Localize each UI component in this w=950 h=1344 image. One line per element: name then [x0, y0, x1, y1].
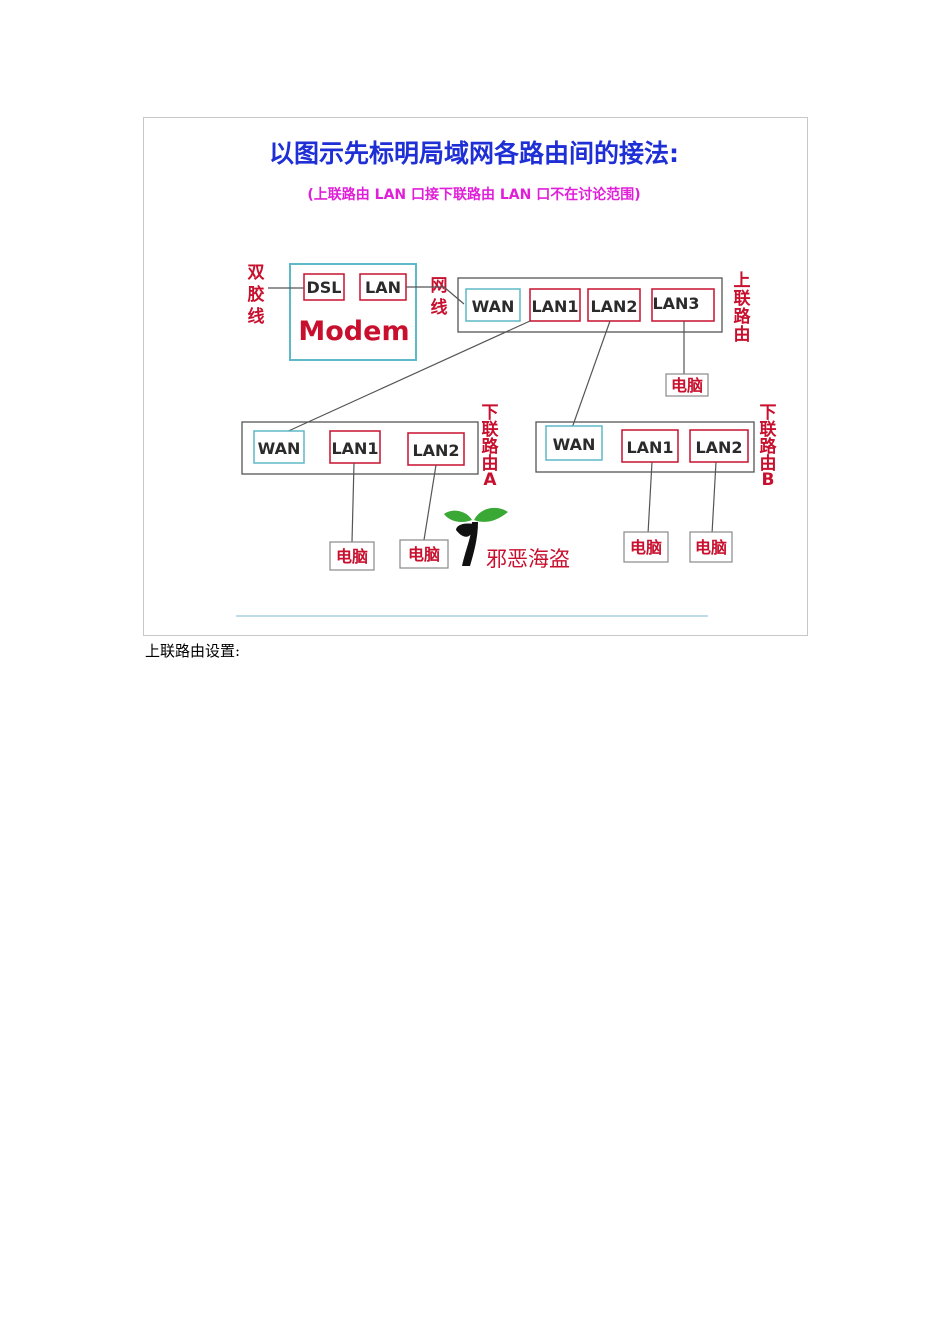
upper-pc-box	[665, 373, 709, 397]
router-a-char: 由	[482, 453, 499, 474]
upper-lan3-port	[651, 288, 715, 322]
diagram-title: 以图示先标明局域网各路由间的接法:	[269, 139, 679, 168]
upper-router-char: 上	[734, 271, 751, 291]
upper-lan2-label: LAN2	[590, 297, 637, 316]
upper-router-char: 由	[734, 324, 751, 345]
router-b-char: B	[762, 470, 775, 490]
router-b-pc1-box	[623, 531, 669, 563]
modem-lan-label: LAN	[365, 278, 401, 297]
router-b-lan2-cable	[711, 461, 717, 535]
router-a-lan1-port	[329, 430, 381, 464]
router-a-pc1-label: 电脑	[336, 547, 368, 566]
twisted-pair-char: 线	[248, 306, 265, 327]
tree-trunk-icon	[462, 522, 478, 566]
network-cable-char: 线	[431, 297, 448, 318]
twisted-pair-label: 双 胶 线	[248, 263, 265, 327]
lan1-to-router-a-cable	[283, 320, 531, 434]
router-a-wan-port	[253, 430, 305, 464]
upper-router-char: 联	[734, 289, 751, 309]
router-b-lan2-port	[689, 429, 749, 463]
router-a-char: A	[483, 470, 497, 490]
network-cable-label: 网 线	[431, 276, 448, 318]
router-a-char: 下	[482, 403, 499, 423]
router-a-box	[241, 421, 479, 475]
upper-lan1-label: LAN1	[531, 297, 578, 316]
router-b-label: 下 联 路 由 B	[760, 403, 778, 490]
router-a-pc2-box	[399, 539, 449, 569]
router-a-lan2-port	[407, 432, 465, 466]
modem-lan-port	[359, 273, 407, 301]
router-a-lan2-label: LAN2	[412, 441, 459, 460]
leaf-left-icon	[444, 510, 472, 522]
router-b-box	[535, 421, 755, 473]
router-b-wan-label: WAN	[553, 435, 596, 454]
router-a-lan1-label: LAN1	[331, 439, 378, 458]
upper-router-char: 路	[734, 306, 752, 327]
router-b-pc2-label: 电脑	[695, 538, 727, 557]
twisted-pair-char: 胶	[248, 284, 265, 305]
router-b-pc1-label: 电脑	[630, 538, 662, 557]
upper-wan-label: WAN	[472, 297, 515, 316]
modem-dsl-label: DSL	[307, 278, 342, 297]
watermark-logo: 邪恶海盗	[444, 507, 570, 571]
router-b-wan-port	[545, 425, 603, 461]
upper-router-box	[457, 277, 723, 333]
modem-dsl-port	[303, 273, 345, 301]
router-a-lan2-cable	[423, 464, 437, 541]
upper-wan-port	[465, 288, 521, 322]
router-a-wan-label: WAN	[258, 439, 301, 458]
modem-box	[289, 263, 417, 361]
modem-to-upper-cable	[406, 286, 465, 305]
lan2-to-router-b-cable	[571, 320, 611, 429]
router-a-pc1-box	[329, 541, 375, 571]
upper-lan3-label: LAN3	[652, 294, 699, 313]
router-b-lan1-port	[621, 429, 679, 463]
diagram-svg: 以图示先标明局域网各路由间的接法: (上联路由 LAN 口接下联路由 LAN 口…	[236, 139, 778, 617]
router-a-label: 下 联 路 由 A	[482, 403, 500, 490]
router-b-char: 由	[760, 453, 777, 474]
router-a-lan1-cable	[351, 462, 355, 543]
twisted-pair-char: 双	[248, 263, 265, 283]
upper-pc-label: 电脑	[671, 376, 703, 395]
caption-text: 上联路由设置:	[145, 642, 241, 660]
watermark-text: 邪恶海盗	[486, 547, 570, 571]
router-b-lan1-label: LAN1	[626, 438, 673, 457]
tree-branch-icon	[456, 523, 474, 537]
router-a-char: 路	[482, 436, 500, 457]
network-cable-char: 网	[431, 276, 448, 296]
router-b-char: 下	[760, 403, 777, 423]
router-b-pc2-box	[689, 531, 733, 563]
modem-name: Modem	[298, 316, 409, 347]
diagram-subtitle: (上联路由 LAN 口接下联路由 LAN 口不在讨论范围)	[307, 186, 640, 203]
router-a-char: 联	[482, 420, 499, 440]
upper-lan1-port	[529, 288, 581, 322]
leaf-right-icon	[474, 507, 508, 522]
network-diagram: 以图示先标明局域网各路由间的接法: (上联路由 LAN 口接下联路由 LAN 口…	[143, 117, 808, 636]
router-b-lan1-cable	[647, 461, 653, 535]
router-a-pc2-label: 电脑	[408, 545, 440, 564]
router-b-lan2-label: LAN2	[695, 438, 742, 457]
upper-lan2-port	[587, 288, 641, 322]
upper-router-label: 上 联 路 由	[734, 271, 752, 345]
router-b-char: 联	[760, 420, 777, 440]
router-b-char: 路	[760, 436, 778, 457]
